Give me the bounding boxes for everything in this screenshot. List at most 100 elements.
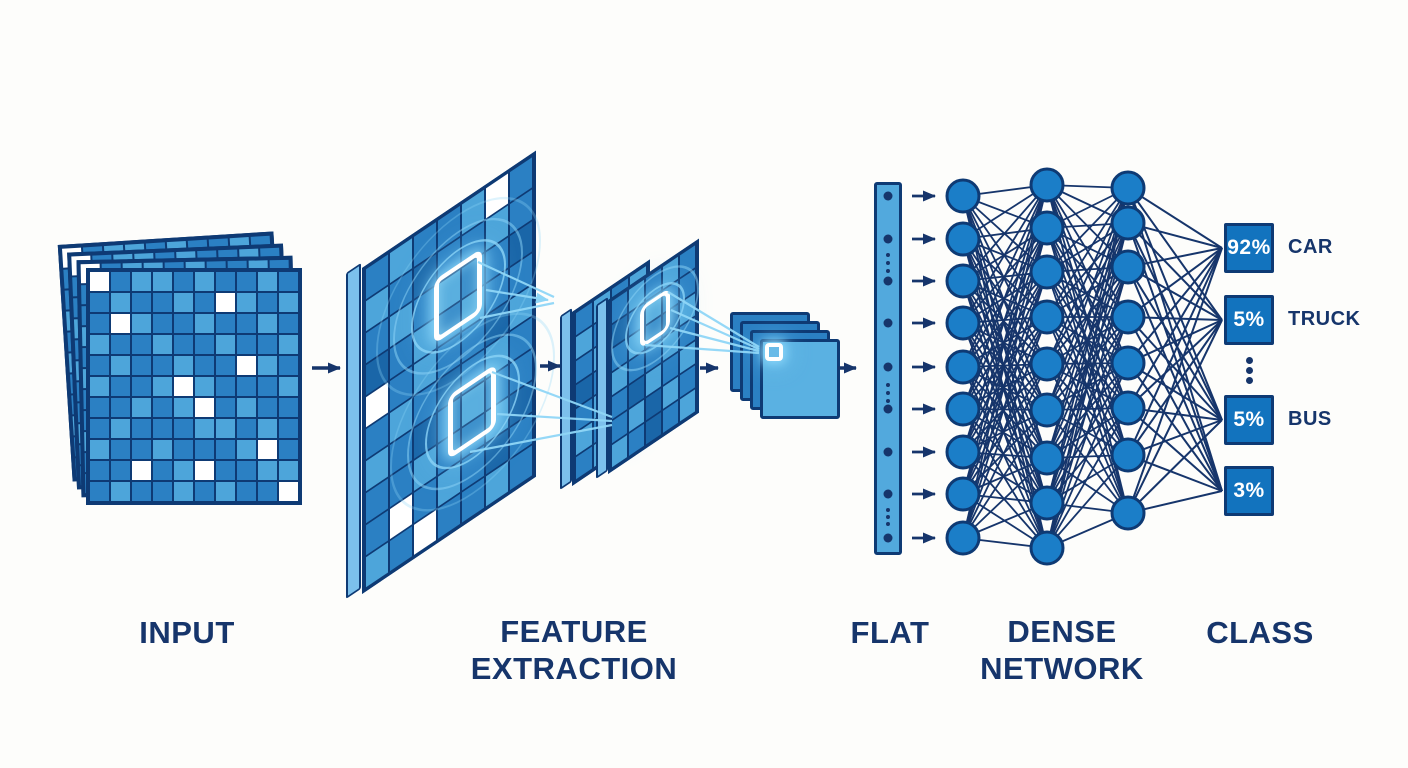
dense-edge <box>962 322 1048 549</box>
grid-cell <box>90 356 109 375</box>
dense-edge <box>1046 271 1129 514</box>
grid-cell <box>279 314 298 333</box>
output-edge <box>1127 419 1223 514</box>
grid-cell <box>195 314 214 333</box>
grid-cell <box>237 293 256 312</box>
grid-cell <box>279 272 298 291</box>
dense-edge <box>962 227 1048 495</box>
output-edge <box>1127 316 1223 421</box>
dense-edge <box>1046 512 1129 549</box>
grid-cell <box>174 398 193 417</box>
dense-edge <box>962 227 1048 368</box>
dense-edge <box>1046 457 1129 514</box>
dense-edge <box>962 227 1048 282</box>
dense-node <box>945 349 981 385</box>
output-edge <box>1127 316 1223 321</box>
class-label-car: CAR <box>1288 236 1333 258</box>
grid-cell <box>279 419 298 438</box>
grid-cell <box>258 377 277 396</box>
dense-edge <box>962 227 1048 240</box>
output-edge <box>1127 319 1223 409</box>
dense-edge <box>1046 271 1129 456</box>
dense-edge <box>1046 407 1129 411</box>
grid-cell <box>153 398 172 417</box>
grid-cell <box>195 335 214 354</box>
dense-edge <box>1046 316 1129 549</box>
grid-cell <box>237 314 256 333</box>
output-edge <box>1127 319 1223 456</box>
dense-edge <box>962 366 1048 411</box>
grid-cell <box>195 272 214 291</box>
dense-edge <box>1046 187 1129 273</box>
dense-edge <box>962 184 1048 368</box>
dense-edge <box>962 238 1048 273</box>
output-edge <box>1127 247 1223 318</box>
output-edge <box>1127 222 1223 492</box>
dense-edge <box>962 195 1048 459</box>
dense-edge <box>1046 222 1129 549</box>
dense-edge <box>962 184 1048 240</box>
grid-cell <box>90 482 109 501</box>
dense-edge <box>962 238 1048 411</box>
class-probability: 3% <box>1233 479 1265 502</box>
dense-edge <box>962 280 1048 365</box>
grid-cell <box>195 356 214 375</box>
dense-edge <box>1046 222 1129 365</box>
dense-edge <box>1046 222 1129 229</box>
dense-node <box>945 221 981 257</box>
grid-cell <box>111 440 130 459</box>
grid-cell <box>153 377 172 396</box>
grid-cell <box>132 356 151 375</box>
label-dense-line1: DENSE <box>1007 614 1117 649</box>
dense-edge <box>962 408 1048 459</box>
output-edge <box>1127 247 1223 409</box>
dense-edge <box>1046 407 1129 549</box>
dense-edge <box>1046 184 1129 409</box>
dense-edge <box>1046 184 1129 268</box>
grid-cell <box>237 419 256 438</box>
dense-node <box>1110 205 1146 241</box>
class-probability: 5% <box>1233 408 1265 431</box>
grid-cell <box>132 482 151 501</box>
dense-node <box>1110 170 1146 206</box>
dense-edge <box>962 238 1048 365</box>
dense-edge <box>962 493 1048 504</box>
grid-cell <box>153 482 172 501</box>
dense-edge <box>962 316 1048 368</box>
grid-cell <box>237 398 256 417</box>
feature-map-2-front <box>608 238 699 474</box>
grid-cell <box>279 293 298 312</box>
output-edge <box>1127 222 1223 421</box>
dense-edge <box>962 227 1048 410</box>
feature-map-2-front-side-face <box>596 296 608 479</box>
grid-cell <box>132 398 151 417</box>
dense-edge <box>1046 222 1129 411</box>
grid-cell <box>216 440 235 459</box>
grid-cell <box>90 419 109 438</box>
dense-node <box>1029 440 1065 476</box>
dense-edge <box>1046 502 1129 514</box>
feature-map-1-side-face <box>346 262 361 599</box>
grid-cell <box>132 293 151 312</box>
grid-cell <box>258 314 277 333</box>
grid-cell <box>258 419 277 438</box>
dense-node <box>1029 299 1065 335</box>
class-label-truck: TRUCK <box>1288 308 1361 330</box>
dense-edge <box>1046 271 1129 364</box>
dense-edge <box>1046 363 1129 456</box>
class-probability: 92% <box>1227 236 1271 259</box>
label-dense-line2: NETWORK <box>980 651 1144 686</box>
dense-edge <box>962 238 1048 504</box>
dense-edge <box>1046 227 1129 456</box>
output-edge <box>1127 419 1223 456</box>
grid-cell <box>279 356 298 375</box>
dense-edge <box>1046 187 1129 411</box>
grid-cell <box>174 440 193 459</box>
output-edge <box>1127 407 1223 492</box>
dense-edge <box>1046 363 1129 409</box>
grid-cell <box>174 356 193 375</box>
dense-edge <box>962 271 1048 282</box>
grid-cell <box>216 377 235 396</box>
dense-edge <box>962 502 1048 539</box>
